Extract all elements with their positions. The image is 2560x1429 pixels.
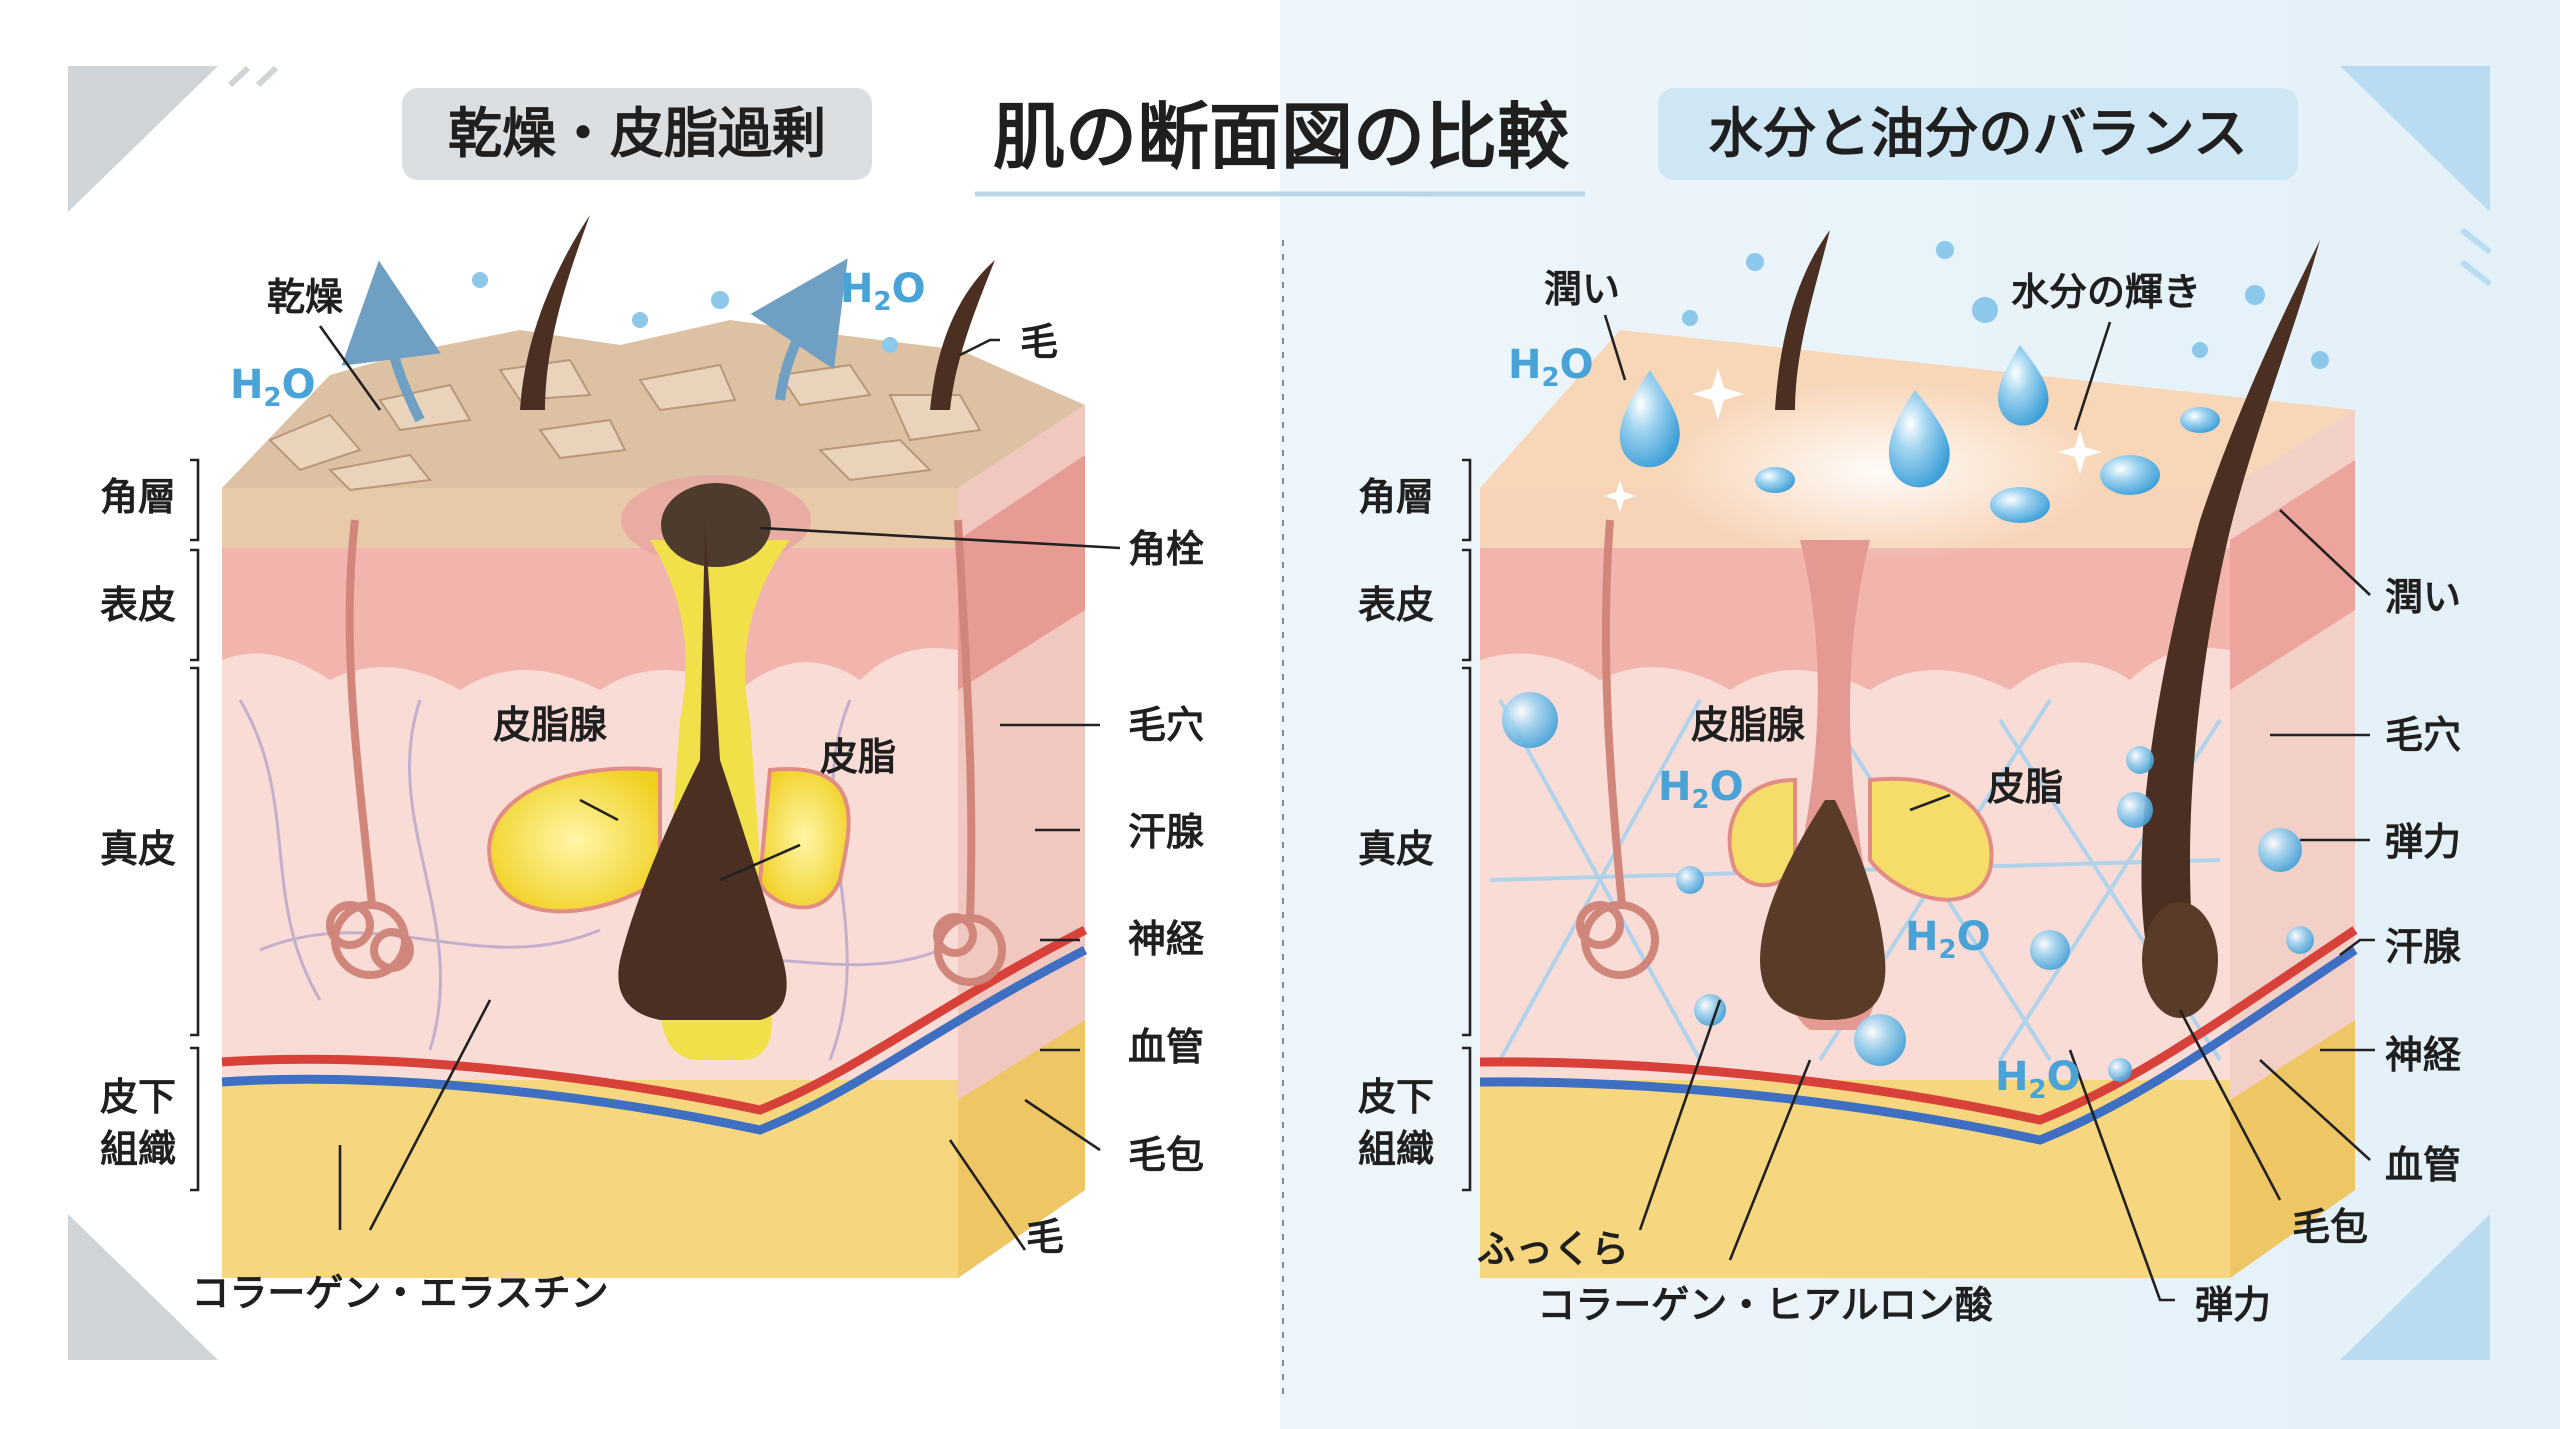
left-skin-block xyxy=(221,215,1088,1278)
left-artery xyxy=(221,926,1088,1115)
sebaceous-gland-left xyxy=(487,766,662,914)
water-label: H2O xyxy=(230,362,316,413)
water-label: H2O xyxy=(1508,342,1594,393)
left-fat xyxy=(222,1080,958,1278)
layer-label-subcutis: 皮下 xyxy=(1358,1075,1434,1119)
callout-plump: ふっくら xyxy=(1477,1227,1629,1271)
right-artery xyxy=(1479,926,2358,1125)
keratin-plug xyxy=(661,483,771,567)
layer-label-dermis: 真皮 xyxy=(1358,827,1434,871)
layer-label-subcutis: 組織 xyxy=(1358,1127,1434,1171)
right-hair-root xyxy=(1760,800,1886,1020)
left-epidermis xyxy=(222,545,958,690)
right-skin-block xyxy=(1479,230,2358,1278)
callout-collagen: コラーゲン・エラスチン xyxy=(191,1271,608,1315)
right-hair-2 xyxy=(2141,240,2320,1000)
sweat-gland-coil xyxy=(933,519,1006,986)
right-sebaceous-gland xyxy=(1868,776,1994,902)
surface-droplets xyxy=(1619,345,2220,523)
corner-decoration xyxy=(255,65,279,88)
evaporation-arrow xyxy=(341,260,441,423)
water-label: H2O xyxy=(1905,914,1991,965)
callout-sweat-gland: 汗腺 xyxy=(2385,925,2462,969)
callout-moisture-side: 潤い xyxy=(2385,575,2461,619)
corner-decoration xyxy=(2460,259,2492,287)
left-hair-1 xyxy=(520,215,590,410)
callout-shine: 水分の輝き xyxy=(2011,270,2201,314)
right-side-fat xyxy=(2230,1020,2355,1278)
callout-sebaceous-gland: 皮脂腺 xyxy=(493,703,608,747)
left-stratum-front xyxy=(222,488,958,548)
left-hair-root xyxy=(618,520,787,1020)
sweat-gland-coil xyxy=(1576,519,1659,979)
right-side-epidermis xyxy=(2230,460,2355,690)
sweat-gland-coil xyxy=(326,519,414,979)
heading-left: 乾燥・皮脂過剰 xyxy=(448,102,826,165)
callout-hair-bottom: 毛 xyxy=(1026,1215,1064,1259)
left-side-epidermis xyxy=(958,455,1085,690)
callout-plug: 角栓 xyxy=(1128,527,1204,571)
evaporation-arrow xyxy=(750,258,848,401)
heading-left-badge xyxy=(402,88,872,180)
right-hair-1 xyxy=(1775,230,1830,410)
skin-flakes xyxy=(268,358,982,492)
corner-decoration xyxy=(68,66,218,212)
layer-label-subcutis: 組織 xyxy=(100,1127,176,1171)
heading-right-badge xyxy=(1658,88,2298,180)
water-label: H2O xyxy=(840,266,926,317)
left-vein xyxy=(221,946,1088,1135)
left-hair-2 xyxy=(930,260,995,410)
callout-dryness: 乾燥 xyxy=(267,275,344,319)
layer-label-epidermis: 表皮 xyxy=(100,583,176,627)
page-title: 肌の断面図の比較 xyxy=(993,95,1570,179)
callout-pore: 毛穴 xyxy=(2385,713,2461,757)
callout-follicle: 毛包 xyxy=(2292,1205,2368,1249)
layer-label-stratum: 角層 xyxy=(100,475,176,519)
callout-blood-vessel: 血管 xyxy=(2385,1143,2461,1187)
callout-nerve: 神経 xyxy=(1128,917,1205,961)
callout-elasticity-bottom: 弾力 xyxy=(2195,1283,2271,1327)
water-dots xyxy=(1682,241,2329,369)
callout-moisture-top: 潤い xyxy=(1544,267,1620,311)
left-side-fat xyxy=(958,1020,1085,1278)
callout-blood-vessel: 血管 xyxy=(1128,1025,1204,1069)
sebaceous-gland-right xyxy=(757,767,851,910)
right-vein xyxy=(1479,946,2358,1145)
surface-glow xyxy=(1660,380,2100,560)
callout-elasticity-side: 弾力 xyxy=(2385,820,2461,864)
layer-label-epidermis: 表皮 xyxy=(1358,583,1434,627)
callout-sebum: 皮脂 xyxy=(1987,765,2063,809)
callout-hair-top: 毛 xyxy=(1020,320,1058,364)
water-label: H2O xyxy=(1658,764,1744,815)
corner-decoration xyxy=(68,1214,218,1360)
water-label: H2O xyxy=(1995,1054,2081,1105)
corner-decoration xyxy=(2460,227,2492,255)
layer-label-subcutis: 皮下 xyxy=(100,1075,176,1119)
corner-decoration xyxy=(2340,1214,2490,1360)
layer-label-dermis: 真皮 xyxy=(100,827,176,871)
sparkles xyxy=(1604,368,2102,512)
callout-sebum: 皮脂 xyxy=(820,735,896,779)
callout-pore: 毛穴 xyxy=(1128,703,1204,747)
right-hair-2-bulb xyxy=(2142,902,2218,1018)
right-leader-lines xyxy=(1603,314,2375,1302)
callout-sweat-gland: 汗腺 xyxy=(1128,810,1205,854)
callout-follicle: 毛包 xyxy=(1128,1133,1204,1177)
water-dots xyxy=(472,272,898,353)
corner-decoration xyxy=(2340,66,2490,212)
layer-label-stratum: 角層 xyxy=(1358,475,1434,519)
callout-collagen-ha: コラーゲン・ヒアルロン酸 xyxy=(1537,1283,1994,1327)
heading-right: 水分と油分のバランス xyxy=(1709,102,2248,165)
left-leader-lines xyxy=(190,325,1472,1251)
callout-sebaceous-gland: 皮脂腺 xyxy=(1691,703,1806,747)
callout-nerve: 神経 xyxy=(2385,1033,2462,1077)
corner-decoration xyxy=(227,65,251,88)
